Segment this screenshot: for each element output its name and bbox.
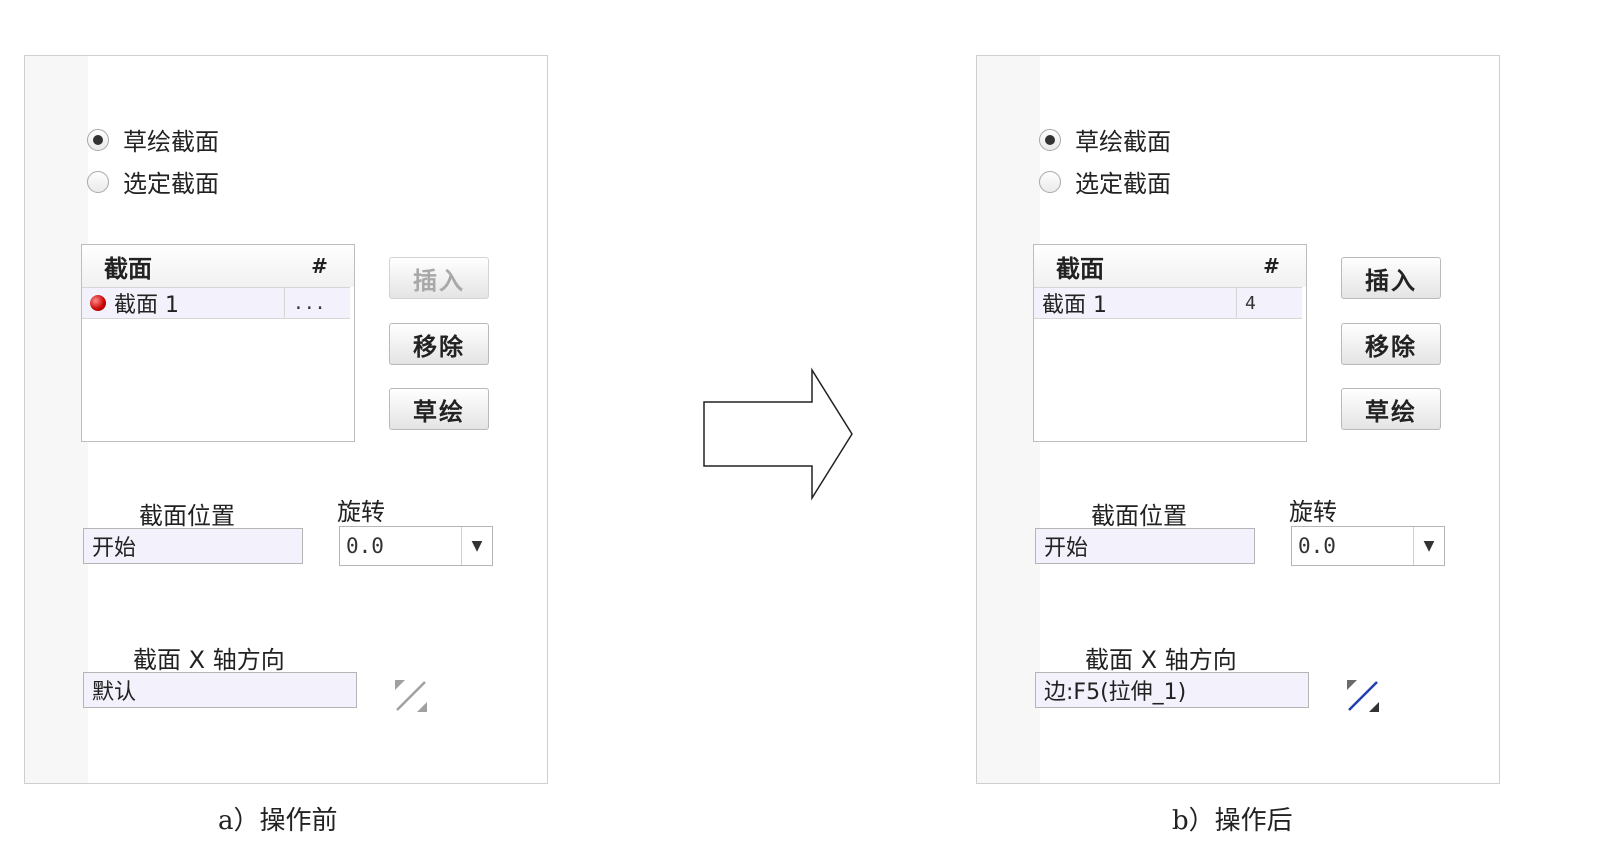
section-list-header: 截面 # bbox=[1034, 245, 1306, 287]
section-list[interactable]: 截面 # 截面 1 4 bbox=[1033, 244, 1307, 442]
row-count: ... bbox=[293, 292, 326, 314]
column-header-number: # bbox=[1263, 254, 1280, 278]
rotation-dropdown[interactable]: 0.0 ▼ bbox=[339, 526, 493, 566]
red-dot-icon bbox=[90, 295, 106, 311]
section-position-label: 截面位置 bbox=[139, 502, 235, 530]
section-list-header: 截面 # bbox=[82, 245, 354, 287]
rotation-dropdown[interactable]: 0.0 ▼ bbox=[1291, 526, 1445, 566]
column-header-section: 截面 bbox=[104, 254, 152, 283]
sketch-button[interactable]: 草绘 bbox=[1341, 388, 1441, 430]
x-axis-direction-label: 截面 X 轴方向 bbox=[1085, 646, 1237, 674]
flip-direction-icon[interactable] bbox=[1343, 676, 1383, 716]
radio-selected-section[interactable]: 选定截面 bbox=[87, 164, 219, 199]
x-axis-direction-field[interactable]: 边:F5(拉伸_1) bbox=[1035, 672, 1309, 708]
column-header-section: 截面 bbox=[1056, 254, 1104, 283]
radio-label: 草绘截面 bbox=[1075, 128, 1171, 156]
radio-selected-section[interactable]: 选定截面 bbox=[1039, 164, 1171, 199]
panel-after: 草绘截面 选定截面 截面 # 截面 1 4 插入 移除 草绘 截面位置 旋转 开… bbox=[976, 55, 1500, 784]
rotation-label: 旋转 bbox=[337, 498, 385, 526]
radio-button-checked[interactable] bbox=[1039, 128, 1061, 151]
x-axis-direction-label: 截面 X 轴方向 bbox=[133, 646, 285, 674]
section-list[interactable]: 截面 # 截面 1 ... bbox=[81, 244, 355, 442]
rotation-label: 旋转 bbox=[1289, 498, 1337, 526]
insert-button[interactable]: 插入 bbox=[1341, 257, 1441, 299]
radio-button[interactable] bbox=[87, 170, 109, 193]
panel-before: 草绘截面 选定截面 截面 # 截面 1 ... 插入 移除 草绘 截面位置 旋转… bbox=[24, 55, 548, 784]
column-header-number: # bbox=[311, 254, 328, 278]
section-position-field[interactable]: 开始 bbox=[1035, 528, 1255, 564]
row-name: 截面 1 bbox=[1042, 293, 1107, 318]
radio-sketch-section[interactable]: 草绘截面 bbox=[1039, 122, 1171, 157]
rotation-value: 0.0 bbox=[346, 534, 384, 558]
flip-direction-icon[interactable] bbox=[391, 676, 431, 716]
caption-after: b）操作后 bbox=[1172, 806, 1293, 836]
rotation-value: 0.0 bbox=[1298, 534, 1336, 558]
radio-button-checked[interactable] bbox=[87, 128, 109, 151]
right-arrow-icon bbox=[703, 367, 853, 501]
section-position-label: 截面位置 bbox=[1091, 502, 1187, 530]
panel-gutter bbox=[25, 56, 88, 783]
row-count: 4 bbox=[1245, 292, 1256, 314]
x-axis-direction-field[interactable]: 默认 bbox=[83, 672, 357, 708]
radio-label: 草绘截面 bbox=[123, 128, 219, 156]
table-row[interactable]: 截面 1 4 bbox=[1034, 287, 1302, 319]
remove-button[interactable]: 移除 bbox=[1341, 323, 1441, 365]
row-name-cell: 截面 1 bbox=[82, 288, 285, 318]
row-name: 截面 1 bbox=[114, 293, 179, 318]
insert-button[interactable]: 插入 bbox=[389, 257, 489, 299]
dropdown-arrow-icon[interactable]: ▼ bbox=[1413, 527, 1444, 565]
dropdown-arrow-icon[interactable]: ▼ bbox=[461, 527, 492, 565]
panel-gutter bbox=[977, 56, 1040, 783]
remove-button[interactable]: 移除 bbox=[389, 323, 489, 365]
radio-label: 选定截面 bbox=[123, 170, 219, 198]
section-position-field[interactable]: 开始 bbox=[83, 528, 303, 564]
row-name-cell: 截面 1 bbox=[1034, 288, 1237, 318]
radio-label: 选定截面 bbox=[1075, 170, 1171, 198]
radio-button[interactable] bbox=[1039, 170, 1061, 193]
caption-before: a）操作前 bbox=[218, 806, 338, 836]
table-row[interactable]: 截面 1 ... bbox=[82, 287, 350, 319]
radio-sketch-section[interactable]: 草绘截面 bbox=[87, 122, 219, 157]
sketch-button[interactable]: 草绘 bbox=[389, 388, 489, 430]
